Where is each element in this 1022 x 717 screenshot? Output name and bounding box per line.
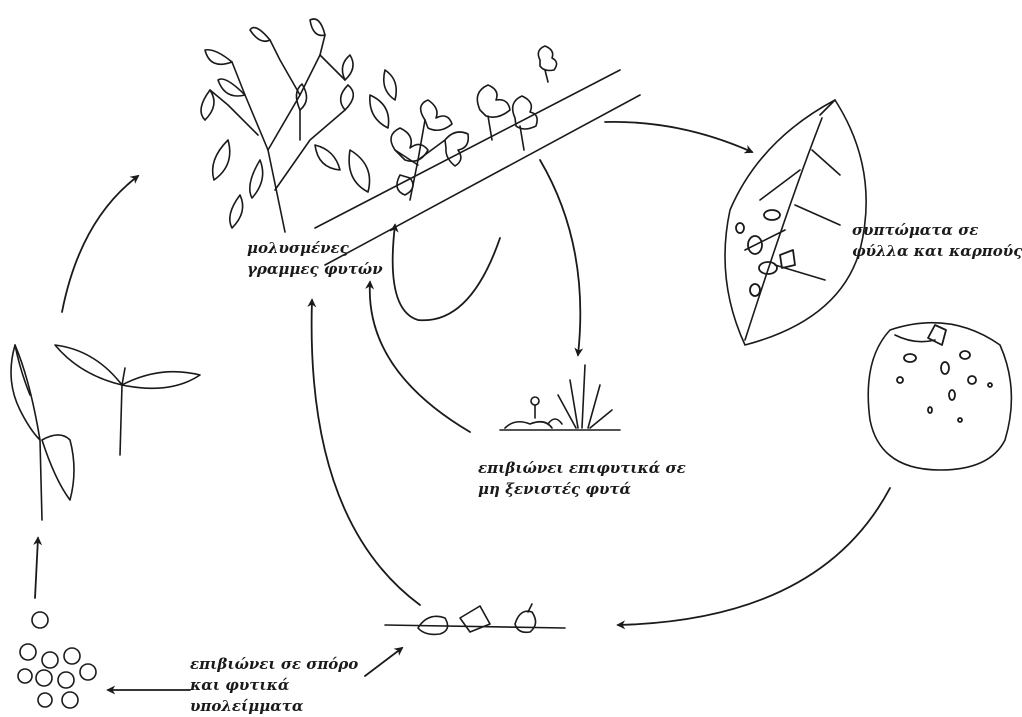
- crop-debris-illustration: [385, 604, 565, 634]
- infected-fruit-illustration: [868, 323, 1011, 470]
- infected-leaf-illustration: [725, 100, 866, 345]
- arrow-debris-to-rows: [312, 300, 420, 605]
- label-infected-rows-line2: γραμμες φυτών: [247, 259, 383, 280]
- infected-plant-rows-illustration: [201, 19, 640, 265]
- label-seed-line3: υπολείμματα: [190, 696, 358, 717]
- arrow-label-to-debris: [365, 648, 402, 676]
- seedlings-illustration: [11, 345, 200, 520]
- arrow-rows-to-leaf: [605, 122, 752, 152]
- label-symptoms: συπτώματα σε φύλλα και καρπούς: [852, 220, 1022, 262]
- arrow-local-spread-loop: [393, 225, 500, 320]
- label-infected-rows-line1: μολυσμένες: [247, 238, 383, 259]
- label-epiphytic-survival: επιβιώνει επιφυτικά σε μη ξενιστές φυτά: [478, 458, 686, 500]
- label-epiphytic-line1: επιβιώνει επιφυτικά σε: [478, 458, 686, 479]
- arrow-fruit-to-debris: [618, 488, 890, 625]
- label-infected-rows: μολυσμένες γραμμες φυτών: [247, 238, 383, 280]
- label-seed-survival: επιβιώνει σε σπόρο και φυτικά υπολείμματ…: [190, 654, 358, 717]
- label-epiphytic-line2: μη ξενιστές φυτά: [478, 479, 686, 500]
- label-symptoms-line2: φύλλα και καρπούς: [852, 241, 1022, 262]
- arrow-nonhost-to-rows: [370, 282, 470, 432]
- non-host-plants-illustration: [500, 365, 620, 430]
- seeds-illustration: [18, 612, 96, 708]
- label-seed-line2: και φυτικά: [190, 675, 358, 696]
- arrow-seedlings-to-rows: [62, 176, 138, 312]
- arrow-seeds-to-seedlings: [35, 538, 38, 598]
- label-symptoms-line1: συπτώματα σε: [852, 220, 1022, 241]
- label-seed-line1: επιβιώνει σε σπόρο: [190, 654, 358, 675]
- arrow-rows-to-nonhost: [540, 160, 580, 355]
